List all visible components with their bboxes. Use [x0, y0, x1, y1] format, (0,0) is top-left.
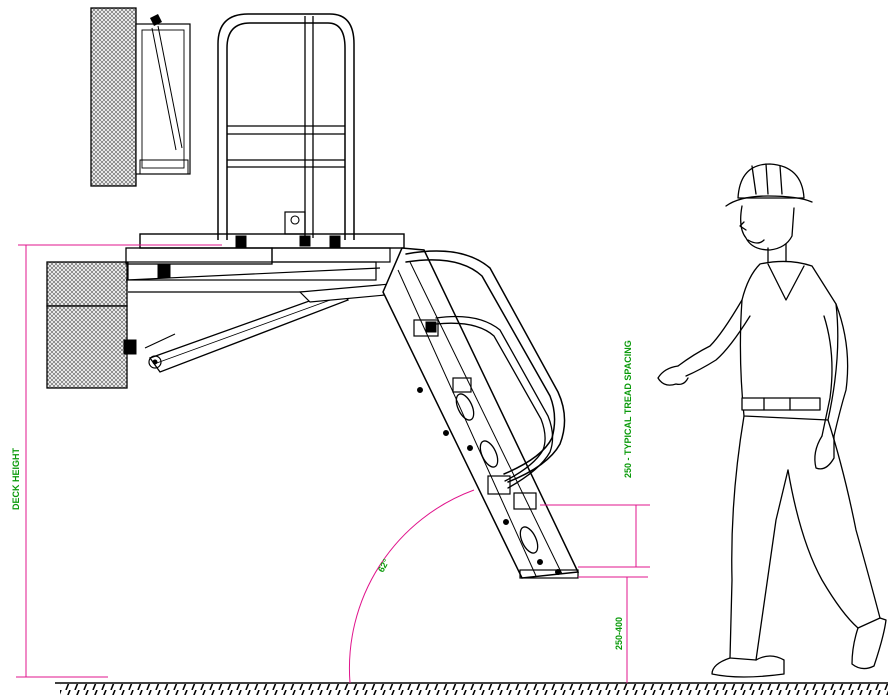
deck-block — [46, 261, 128, 389]
angle-label: 62° — [376, 557, 391, 574]
diagonal-brace — [123, 283, 398, 373]
upper-guard-rail — [217, 13, 355, 240]
upper-block — [90, 7, 191, 187]
stair-handrail — [405, 250, 566, 489]
bottom-clearance-label: 250-400 — [614, 617, 624, 650]
person-figure — [657, 163, 887, 678]
tread-spacing-label: 250 - TYPICAL TREAD SPACING — [623, 340, 633, 478]
deck-platform — [125, 211, 405, 293]
stair-stringer — [382, 247, 580, 579]
deck-height-label: DECK HEIGHT — [11, 447, 21, 510]
dimension-lines — [16, 244, 650, 684]
ground — [55, 682, 888, 695]
